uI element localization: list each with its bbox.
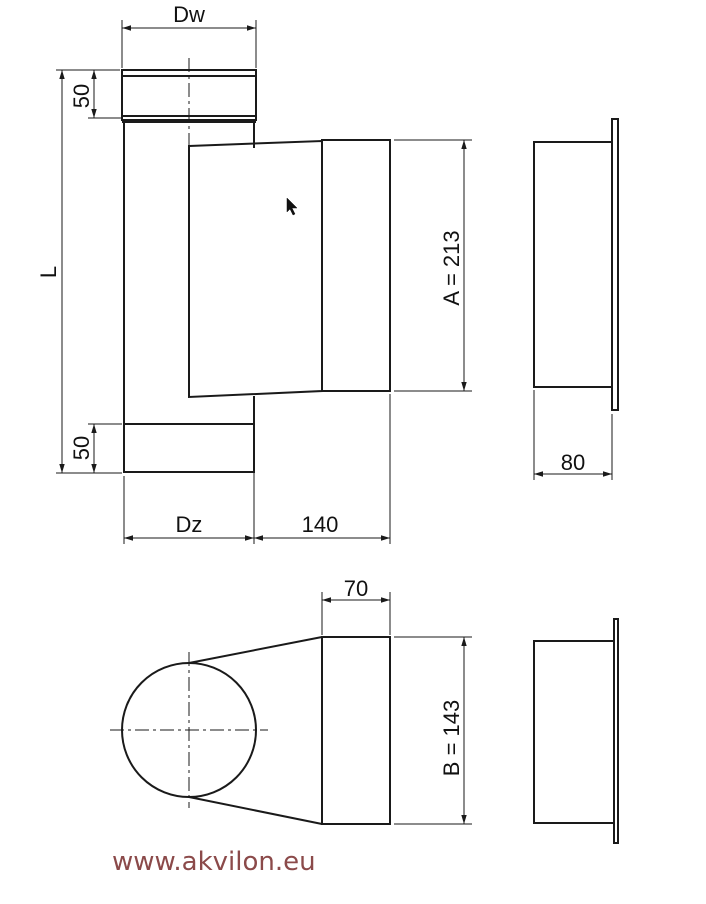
- top-view: [110, 636, 391, 825]
- arrow-pointer-icon: [286, 197, 298, 216]
- b-label: B = 143: [439, 700, 464, 776]
- side-view: [533, 118, 619, 411]
- dim-70: 70: [321, 576, 391, 635]
- dim-top-50: 50: [69, 70, 122, 119]
- top-rect-outlet: [321, 636, 391, 825]
- w70-label: 70: [344, 576, 368, 601]
- side-duct: [533, 141, 613, 388]
- bottom-50-label: 50: [69, 436, 94, 460]
- side-bottom-flange: [613, 618, 619, 844]
- w80-label: 80: [561, 450, 585, 475]
- top-50-label: 50: [69, 84, 94, 108]
- side-view-bottom: [533, 618, 619, 844]
- side-bottom-duct: [533, 640, 615, 824]
- l-label: L: [36, 266, 61, 278]
- branch-transition: [188, 139, 323, 399]
- w140-label: 140: [302, 512, 339, 537]
- footer-url[interactable]: www.akvilon.eu: [112, 847, 316, 877]
- dim-l: L: [36, 69, 122, 474]
- branch-rect-outlet: [321, 139, 391, 392]
- dw-label: Dw: [173, 2, 205, 27]
- dim-bottom-50: 50: [69, 423, 122, 473]
- dim-a: A = 213: [394, 139, 472, 392]
- dim-b: B = 143: [394, 636, 472, 825]
- dim-dz: Dz: [123, 400, 255, 544]
- front-view: [121, 58, 391, 473]
- dim-80: 80: [533, 390, 613, 480]
- bottom-collar: [123, 423, 255, 473]
- a-label: A = 213: [439, 230, 464, 305]
- side-flange: [611, 118, 619, 411]
- dz-label: Dz: [176, 512, 203, 537]
- dim-140: 140: [254, 394, 391, 544]
- dim-dw: Dw: [121, 2, 257, 68]
